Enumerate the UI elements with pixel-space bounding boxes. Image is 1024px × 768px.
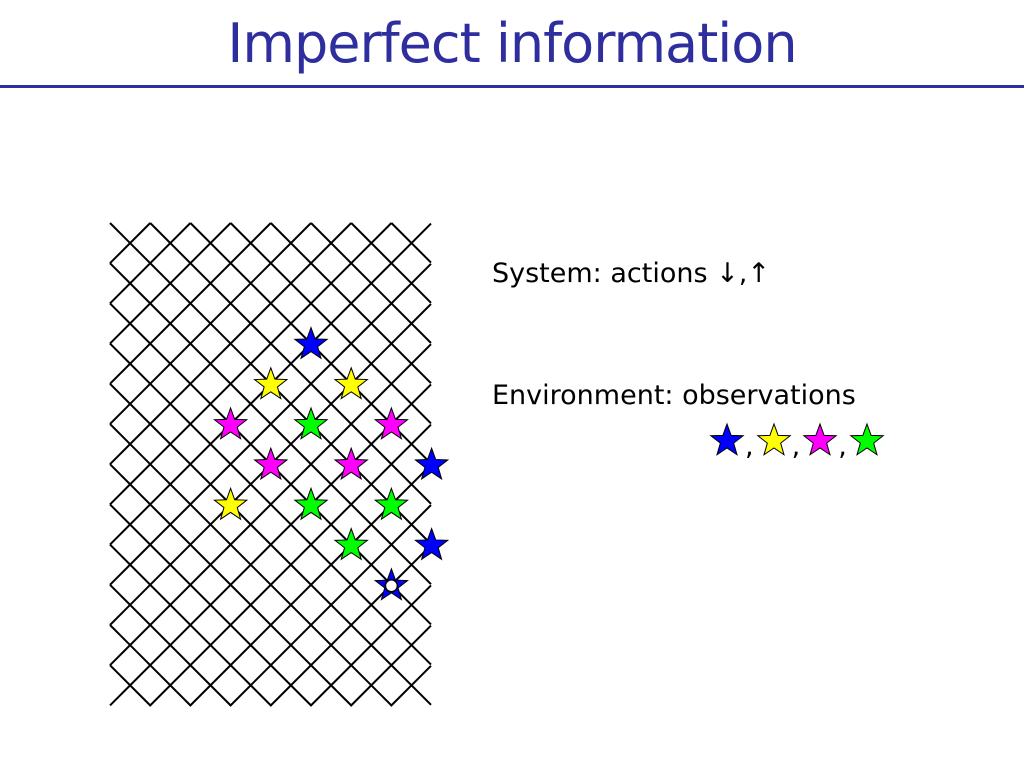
magenta-star-icon [213,406,249,440]
grid-line [109,222,192,305]
grid-line [229,504,432,707]
blue-observation-star-icon [709,422,745,456]
observation-separator: , [791,430,801,462]
grid-line [390,665,432,707]
green-observation-star-icon [849,422,885,456]
green-star-icon [333,527,369,561]
grid-line [109,263,432,586]
grid-line [109,222,312,425]
magenta-star-icon [253,446,289,481]
title-underline [0,85,1024,88]
blue-star-icon [414,446,450,481]
lattice-stars [213,326,450,601]
grid-line [349,624,432,707]
magenta-star-icon [333,446,369,481]
blue-star-icon [293,326,329,360]
system-actions-text: System: actions ↓,↑ [492,258,770,289]
green-star-icon [293,486,329,521]
yellow-observation-star-icon [756,422,792,456]
observation-separator: , [745,430,754,462]
observation-separator: , [838,430,847,462]
slide-title: Imperfect information [227,12,797,75]
yellow-star-icon [213,486,249,521]
grid-line [109,383,432,707]
initial-state-marker [384,579,399,593]
system-label: System: actions [492,258,717,289]
blue-star-icon [414,527,450,561]
green-star-icon [293,406,329,440]
action-arrows: ↓,↑ [716,258,770,289]
grid-line [309,584,432,707]
grid-line [148,423,432,707]
environment-observations-text: Environment: observations [492,380,856,411]
grid-line [109,343,432,666]
grid-line [109,222,151,264]
magenta-observation-star-icon [802,422,838,456]
yellow-star-icon [333,366,369,400]
magenta-star-icon [373,406,409,440]
yellow-star-icon [253,366,289,400]
grid-line [269,544,432,707]
grid-line [109,222,352,465]
grid-line [109,222,272,385]
green-star-icon [373,486,409,521]
observation-legend: ,,, [708,420,886,462]
grid-line [109,222,232,345]
grid-line [109,222,393,506]
